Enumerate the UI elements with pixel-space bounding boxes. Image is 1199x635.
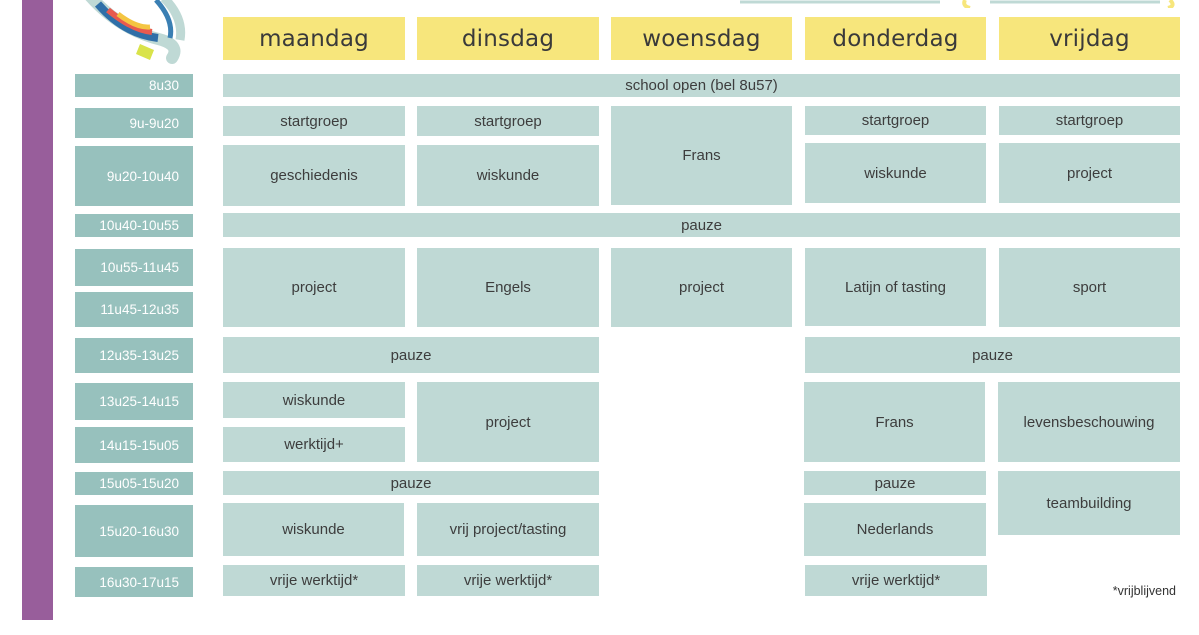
schedule-cell-donderdag-vrije-werktijd: vrije werktijd* (805, 565, 987, 596)
day-header-vrijdag: vrijdag (999, 17, 1180, 60)
day-header-maandag: maandag (223, 17, 405, 60)
schedule-cell-maandag-geschiedenis: geschiedenis (223, 145, 405, 206)
time-label: 10u55-11u45 (75, 249, 193, 286)
schedule-cell-pauze: pauze (804, 471, 986, 495)
schedule-cell-maandag-werktijd: werktijd+ (223, 427, 405, 462)
schedule-cell-maandag-wiskunde: wiskunde (223, 382, 405, 418)
schedule-cell-woensdag-project: project (611, 248, 792, 327)
schedule-cell-vrijdag-sport: sport (999, 248, 1180, 327)
schedule-cell-donderdag-nederlands: Nederlands (804, 503, 986, 556)
time-label: 8u30 (75, 74, 193, 97)
time-label: 12u35-13u25 (75, 338, 193, 373)
day-header-dinsdag: dinsdag (417, 17, 599, 60)
schedule-cell-donderdag-frans: Frans (804, 382, 985, 462)
school-logo-icon (85, 0, 186, 64)
time-label: 9u20-10u40 (75, 146, 193, 206)
side-bar (22, 0, 53, 620)
schedule-cell-pauze: pauze (223, 471, 599, 495)
schedule-cell-donderdag-startgroep: startgroep (805, 106, 986, 135)
day-header-woensdag: woensdag (611, 17, 792, 60)
schedule-cell-dinsdag-vrije-werktijd: vrije werktijd* (417, 565, 599, 596)
schedule-cell-vrijdag-levensbeschouwing: levensbeschouwing (998, 382, 1180, 462)
schedule-cell-vrijdag-project: project (999, 143, 1180, 203)
footnote: *vrijblijvend (1112, 584, 1176, 598)
time-label: 15u20-16u30 (75, 505, 193, 557)
schedule-cell-dinsdag-wiskunde: wiskunde (417, 145, 599, 206)
schedule-cell-vrijdag-teambuilding: teambuilding (998, 471, 1180, 535)
day-header-donderdag: donderdag (805, 17, 986, 60)
schedule-cell-dinsdag-vrij-project: vrij project/tasting (417, 503, 599, 556)
time-label: 16u30-17u15 (75, 567, 193, 597)
time-label: 9u-9u20 (75, 108, 193, 138)
schedule-cell-pauze: pauze (805, 337, 1180, 373)
schedule-cell-dinsdag-startgroep: startgroep (417, 106, 599, 136)
time-label: 10u40-10u55 (75, 214, 193, 237)
schedule-cell-maandag-startgroep: startgroep (223, 106, 405, 136)
schedule-cell-maandag-vrije-werktijd: vrije werktijd* (223, 565, 405, 596)
schedule-cell-donderdag-wiskunde: wiskunde (805, 143, 986, 203)
schedule-cell-vrijdag-startgroep: startgroep (999, 106, 1180, 135)
schedule-cell-maandag-wiskunde-2: wiskunde (223, 503, 404, 556)
schedule-cell-pauze: pauze (223, 337, 599, 373)
schedule-cell-donderdag-latijn: Latijn of tasting (805, 248, 986, 326)
header-title-fragment (740, 0, 1175, 8)
schedule-cell-pauze: pauze (223, 213, 1180, 237)
schedule-cell-maandag-project: project (223, 248, 405, 327)
time-label: 13u25-14u15 (75, 383, 193, 420)
schedule-cell-dinsdag-engels: Engels (417, 248, 599, 327)
schedule-cell-school-open: school open (bel 8u57) (223, 74, 1180, 97)
schedule-cell-woensdag-frans: Frans (611, 106, 792, 205)
time-label: 14u15-15u05 (75, 427, 193, 463)
schedule-cell-dinsdag-project: project (417, 382, 599, 462)
time-label: 15u05-15u20 (75, 472, 193, 495)
time-label: 11u45-12u35 (75, 292, 193, 327)
